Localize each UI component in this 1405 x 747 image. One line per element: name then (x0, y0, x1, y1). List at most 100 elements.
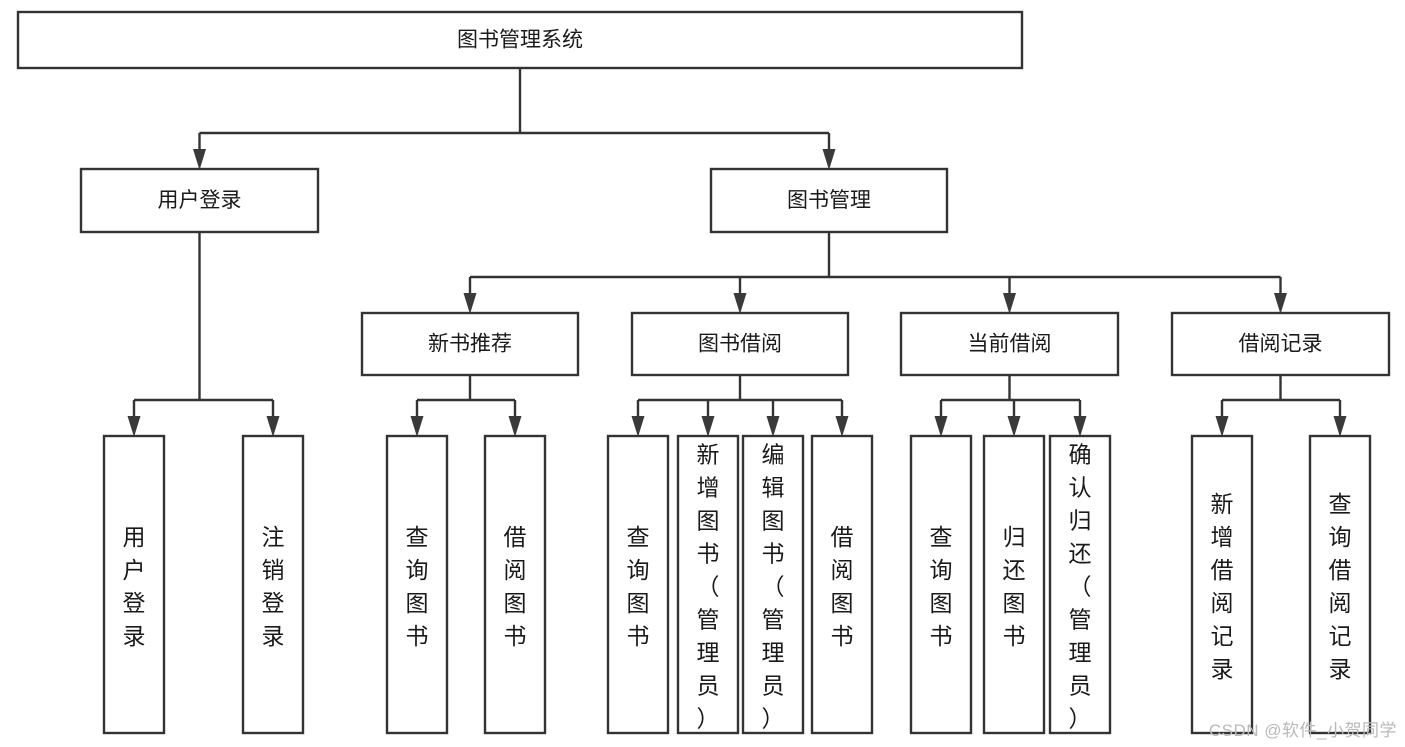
node-box-book-manage[interactable] (709, 167, 949, 234)
node-box-leaf-confirm-return[interactable] (1048, 434, 1112, 735)
node-glyph: 员 (762, 672, 785, 698)
node-box-borrow-record[interactable] (1170, 311, 1391, 377)
node-glyph: 图 (1003, 590, 1026, 616)
node-glyph: 图 (930, 590, 953, 616)
node-box-leaf-return-book[interactable] (982, 434, 1046, 735)
node-glyph: 用 (123, 524, 146, 550)
node-glyph: 注 (262, 524, 285, 550)
node-glyph: 确 (1069, 441, 1092, 467)
node-box-leaf-borrow-book-2[interactable] (810, 434, 874, 735)
node-box-root[interactable] (16, 10, 1024, 70)
node-box-book-borrow[interactable] (630, 311, 850, 377)
node-box-leaf-query-record[interactable] (1308, 434, 1372, 735)
node-glyph: 书 (1003, 623, 1026, 649)
node-glyph: 询 (406, 557, 429, 583)
node-glyph: 书 (627, 623, 650, 649)
node-glyph: 查 (1329, 491, 1352, 517)
node-label-user-login: 用户登录 (158, 189, 242, 212)
edge-group-user-login (127, 232, 280, 437)
node-glyph: 图 (831, 590, 854, 616)
nodes-layer: 图书管理系统用户登录图书管理新书推荐图书借阅当前借阅借阅记录用户登录注销登录查询… (16, 10, 1391, 735)
node-box-leaf-user-login[interactable] (102, 434, 166, 735)
node-root[interactable]: 图书管理系统 (16, 10, 1024, 70)
node-glyph: 图 (504, 590, 527, 616)
node-glyph: ） (1069, 705, 1092, 731)
node-label-book-borrow: 图书借阅 (698, 333, 782, 356)
edge-group-book-manage (463, 232, 1287, 314)
node-box-current-borrow[interactable] (899, 311, 1120, 377)
node-glyph: 归 (1003, 524, 1026, 550)
node-glyph: 新 (697, 441, 720, 467)
node-leaf-user-login[interactable]: 用户登录 (102, 434, 166, 735)
node-box-leaf-edit-book[interactable] (741, 434, 805, 735)
edge-group-book-borrow (631, 375, 849, 437)
edge-group-current-borrow (934, 375, 1087, 437)
node-glyph: 还 (1069, 540, 1092, 566)
node-glyph: 登 (123, 590, 146, 616)
node-glyph: 书 (406, 623, 429, 649)
node-glyph: 归 (1069, 507, 1092, 533)
node-glyph: 还 (1003, 557, 1026, 583)
node-glyph: 书 (762, 540, 785, 566)
edge-group-root (193, 68, 836, 170)
node-glyph: ） (762, 705, 785, 731)
node-box-leaf-user-logout[interactable] (241, 434, 305, 735)
node-glyph: 理 (1069, 639, 1092, 665)
node-glyph: 书 (930, 623, 953, 649)
node-glyph: （ (697, 573, 720, 599)
node-glyph: 借 (831, 524, 854, 550)
node-label-current-borrow: 当前借阅 (968, 333, 1052, 356)
node-glyph: 图 (627, 590, 650, 616)
node-box-leaf-add-record[interactable] (1190, 434, 1254, 735)
edge-group-new-book-recommend (410, 375, 522, 437)
node-glyph: 记 (1329, 623, 1352, 649)
node-glyph: 登 (262, 590, 285, 616)
node-new-book-recommend[interactable]: 新书推荐 (360, 311, 580, 377)
node-box-leaf-query-book-1[interactable] (385, 434, 449, 735)
node-glyph: 管 (762, 606, 785, 632)
node-current-borrow[interactable]: 当前借阅 (899, 311, 1120, 377)
node-borrow-record[interactable]: 借阅记录 (1170, 311, 1391, 377)
node-glyph: 理 (697, 639, 720, 665)
node-label-book-manage: 图书管理 (787, 189, 871, 212)
node-glyph: （ (1069, 573, 1092, 599)
node-glyph: 录 (123, 623, 146, 649)
node-glyph: 管 (1069, 606, 1092, 632)
node-box-user-login[interactable] (79, 167, 320, 234)
node-glyph: 认 (1069, 474, 1092, 500)
node-glyph: 查 (406, 524, 429, 550)
node-user-login[interactable]: 用户登录 (79, 167, 320, 234)
node-glyph: 记 (1211, 623, 1234, 649)
node-box-leaf-query-book-3[interactable] (909, 434, 973, 735)
node-box-leaf-borrow-book-1[interactable] (483, 434, 547, 735)
node-glyph: 借 (504, 524, 527, 550)
node-book-manage[interactable]: 图书管理 (709, 167, 949, 234)
node-box-new-book-recommend[interactable] (360, 311, 580, 377)
node-glyph: 询 (627, 557, 650, 583)
node-label-root: 图书管理系统 (457, 29, 583, 52)
node-glyph: （ (762, 573, 785, 599)
node-glyph: ） (697, 705, 720, 731)
node-glyph: 图 (697, 507, 720, 533)
node-glyph: 借 (1211, 557, 1234, 583)
node-glyph: 编 (762, 441, 785, 467)
node-glyph: 阅 (1329, 590, 1352, 616)
node-box-leaf-add-book[interactable] (676, 434, 740, 735)
node-box-leaf-query-book-2[interactable] (606, 434, 670, 735)
node-book-borrow[interactable]: 图书借阅 (630, 311, 850, 377)
node-glyph: 户 (123, 557, 146, 583)
node-glyph: 询 (1329, 524, 1352, 550)
